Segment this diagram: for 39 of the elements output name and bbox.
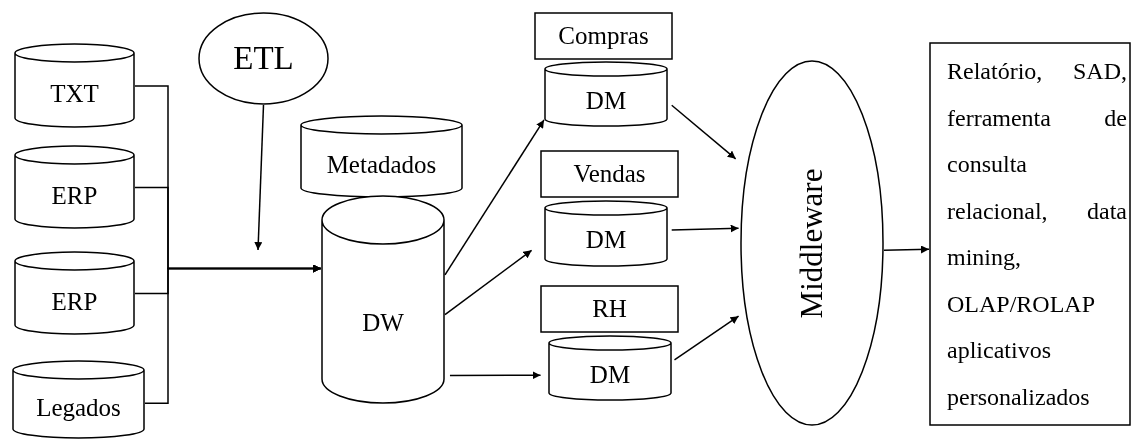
node-label: Compras [558, 21, 649, 52]
node-label: Middleware [796, 168, 828, 318]
output-box [929, 42, 1131, 426]
node-label: RH [592, 294, 627, 325]
node-label: Vendas [573, 159, 646, 190]
database-cylinder [548, 335, 672, 402]
middleware-ellipse [740, 60, 884, 426]
output-description: Relatório, SAD, ferramenta de consulta relacional, data mining, OLAP/ROLAP aplicativos personalizados [947, 57, 1127, 412]
label-box [540, 150, 679, 198]
arrow [670, 104, 737, 160]
node-label: DW [362, 308, 404, 339]
node-label: Metadados [326, 150, 437, 181]
database-cylinder [544, 61, 668, 128]
node-label: ETL [233, 38, 294, 78]
arrow [883, 245, 930, 254]
database-cylinder [321, 195, 445, 405]
label-box [540, 285, 679, 333]
node-label: DM [585, 225, 627, 256]
database-cylinder [544, 200, 668, 268]
arrow [144, 264, 322, 404]
database-cylinder [14, 251, 135, 336]
database-cylinder [14, 43, 135, 129]
label-box [534, 12, 673, 60]
arrow [673, 315, 740, 361]
process-ellipse [198, 12, 329, 105]
database-cylinder [12, 360, 145, 440]
arrow [444, 119, 545, 276]
node-label: ERP [51, 180, 98, 211]
node-label: ERP [51, 286, 98, 317]
arrow [254, 104, 265, 251]
arrow [449, 371, 542, 380]
arrow [444, 249, 533, 316]
node-label: Legados [36, 393, 121, 424]
arrow [670, 224, 740, 233]
node-label: TXT [50, 79, 99, 110]
database-cylinder [14, 145, 135, 230]
database-cylinder [300, 115, 463, 199]
node-label: DM [589, 359, 631, 390]
node-label: DM [585, 85, 627, 116]
